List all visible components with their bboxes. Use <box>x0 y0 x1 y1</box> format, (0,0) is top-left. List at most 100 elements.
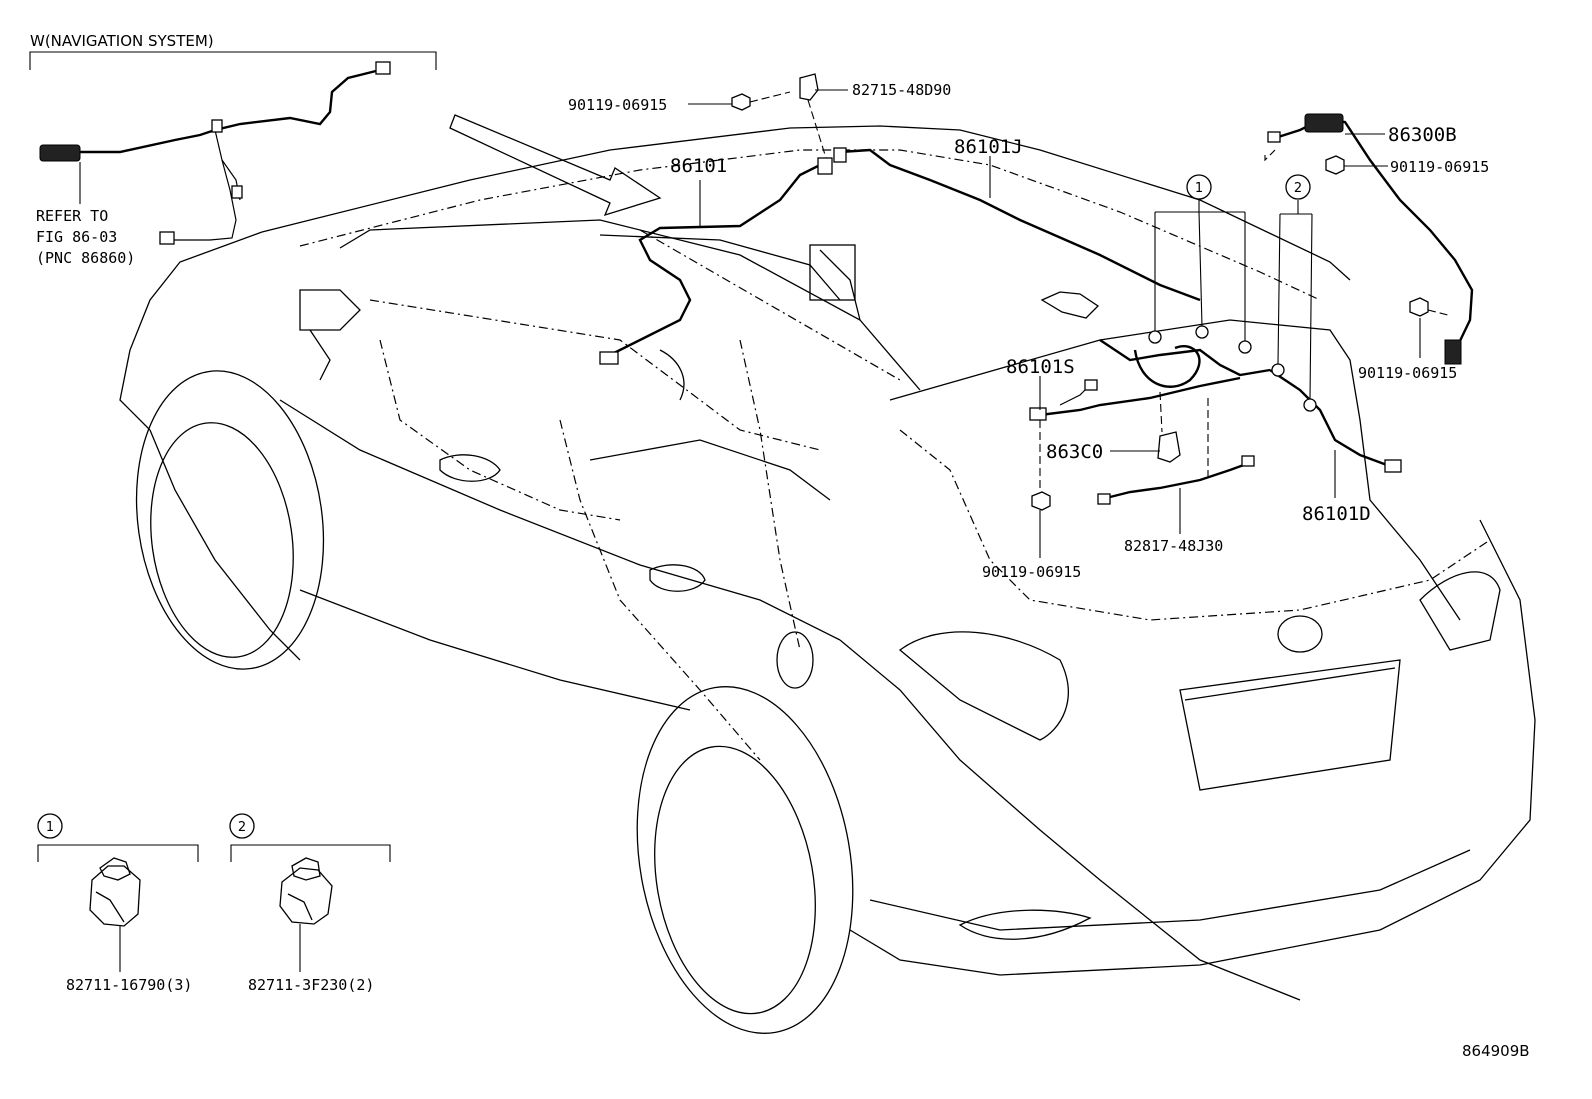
side-mirror <box>299 289 361 331</box>
front-wheel-arch <box>135 370 325 670</box>
callout-2-leg-b <box>1309 213 1313 400</box>
nav-harness-wire <box>52 68 381 154</box>
label-90119-06915-c: 90119-06915 <box>1358 364 1457 382</box>
nav-connector-main <box>39 144 81 162</box>
refer-line-3: (PNC 86860) <box>36 249 135 267</box>
clip-2a <box>1271 363 1285 377</box>
clip-82711-3F230 <box>279 867 333 925</box>
clip-inset-1-number: 1 <box>46 820 54 835</box>
leader-lines <box>688 89 1421 558</box>
license-plate-recess <box>1179 659 1401 791</box>
clip-2b <box>1303 398 1317 412</box>
label-863C0: 863C0 <box>1046 441 1103 463</box>
label-86101D: 86101D <box>1302 503 1371 525</box>
b-pillar-line <box>559 419 761 761</box>
center-display <box>809 244 856 301</box>
tail-lamp-left <box>898 631 1069 741</box>
interior-dash-line-2 <box>639 229 901 381</box>
callout-2-number: 2 <box>1294 181 1302 196</box>
callout-1-number: 1 <box>1195 181 1203 196</box>
side-crease <box>279 399 841 641</box>
rear-window-frame <box>889 319 1461 621</box>
nav-harness-branch <box>168 129 237 241</box>
rear-emblem <box>1277 615 1323 653</box>
rear-harness-cluster <box>1029 325 1402 473</box>
connector-86101S <box>1029 407 1047 421</box>
garnish-line <box>1184 667 1396 701</box>
label-90119-06915-d: 90119-06915 <box>982 563 1081 581</box>
bolts <box>731 91 1449 511</box>
leader-86300B-dash <box>1264 149 1276 162</box>
part-labels: 90119-06915 82715-48D90 86101 86101J 863… <box>568 81 1489 581</box>
view-direction-arrow <box>449 114 662 217</box>
mirror-stalk <box>309 329 331 381</box>
rear-wheel-arch <box>636 686 854 1034</box>
refer-line-1: REFER TO <box>36 207 108 225</box>
label-82711-3F230: 82711-3F230(2) <box>248 976 374 994</box>
front-door-handle <box>439 454 501 482</box>
navigation-header: W(NAVIGATION SYSTEM) <box>30 32 214 50</box>
harness-joint-connector <box>817 157 833 175</box>
clip-inset-2-number: 2 <box>238 820 246 835</box>
bracket-863C0-dash <box>1159 391 1163 433</box>
interior-dash-line <box>369 299 821 451</box>
label-86300B: 86300B <box>1388 124 1457 146</box>
front-wheel <box>150 422 294 658</box>
front-fender <box>149 429 301 661</box>
sub-harness-connector-a <box>1097 493 1111 505</box>
fuel-door <box>776 631 814 689</box>
vehicle-outline <box>119 125 1536 1034</box>
c-pillar-line <box>739 339 801 651</box>
main-harness <box>599 147 1201 365</box>
bolt-a-dash <box>749 91 791 103</box>
clip-inset-1-bracket <box>37 844 199 862</box>
nav-connector-end <box>375 61 391 75</box>
navigation-inset: W(NAVIGATION SYSTEM) REFER TO FIG 86-03 … <box>29 32 437 267</box>
label-86101: 86101 <box>670 155 727 177</box>
clip-inset-2-bracket <box>230 844 391 862</box>
a-pillar <box>819 249 861 321</box>
bolt-90119-d <box>1031 491 1051 511</box>
connector-86101D <box>1384 459 1402 473</box>
antenna-plug <box>1267 131 1281 143</box>
harness-joint-connector-2 <box>833 147 847 163</box>
bolt-c-dash <box>1427 309 1449 316</box>
header-bracket <box>29 51 437 70</box>
antenna-connector <box>1444 339 1462 365</box>
tail-lamp-right <box>1419 571 1501 651</box>
antenna-harness <box>1267 113 1474 365</box>
rear-door-handle <box>649 564 706 592</box>
bolt-90119-a <box>731 93 751 111</box>
clip-82711-16790-head <box>99 857 131 881</box>
clip-1c <box>1238 340 1252 354</box>
harness-cluster-main <box>1099 339 1271 377</box>
antenna-amplifier <box>1304 113 1344 133</box>
clip-inset-2: 2 82711-3F230(2) <box>229 813 391 994</box>
harness-cluster-loop <box>1133 345 1201 388</box>
harness-86300B <box>1274 118 1474 346</box>
label-86101J: 86101J <box>954 136 1023 158</box>
label-90119-06915-a: 90119-06915 <box>568 96 667 114</box>
clip-1b <box>1195 325 1209 339</box>
harness-86101 <box>599 163 821 362</box>
hatch-spot <box>1040 291 1100 319</box>
callout-2-leg-a <box>1277 213 1281 365</box>
callout-1-circle <box>1186 174 1212 200</box>
sub-harness-connector-b <box>1241 455 1255 467</box>
bracket-82715 <box>799 73 819 101</box>
rear-glass-line <box>899 429 1491 621</box>
label-82715-48D90: 82715-48D90 <box>852 81 951 99</box>
nav-clip-2 <box>231 185 243 199</box>
harness-86101J <box>839 148 1201 302</box>
clip-82711-16790 <box>89 865 141 927</box>
label-90119-06915-b: 90119-06915 <box>1390 158 1489 176</box>
rear-quarter <box>839 639 1301 1001</box>
shift-knob <box>659 349 685 401</box>
bracket-dash <box>807 99 827 159</box>
hood-front <box>119 231 263 431</box>
clip-inset-2-circle <box>229 813 255 839</box>
figure-id: 864909B <box>1462 1042 1530 1060</box>
callout-2-circle <box>1285 174 1311 200</box>
